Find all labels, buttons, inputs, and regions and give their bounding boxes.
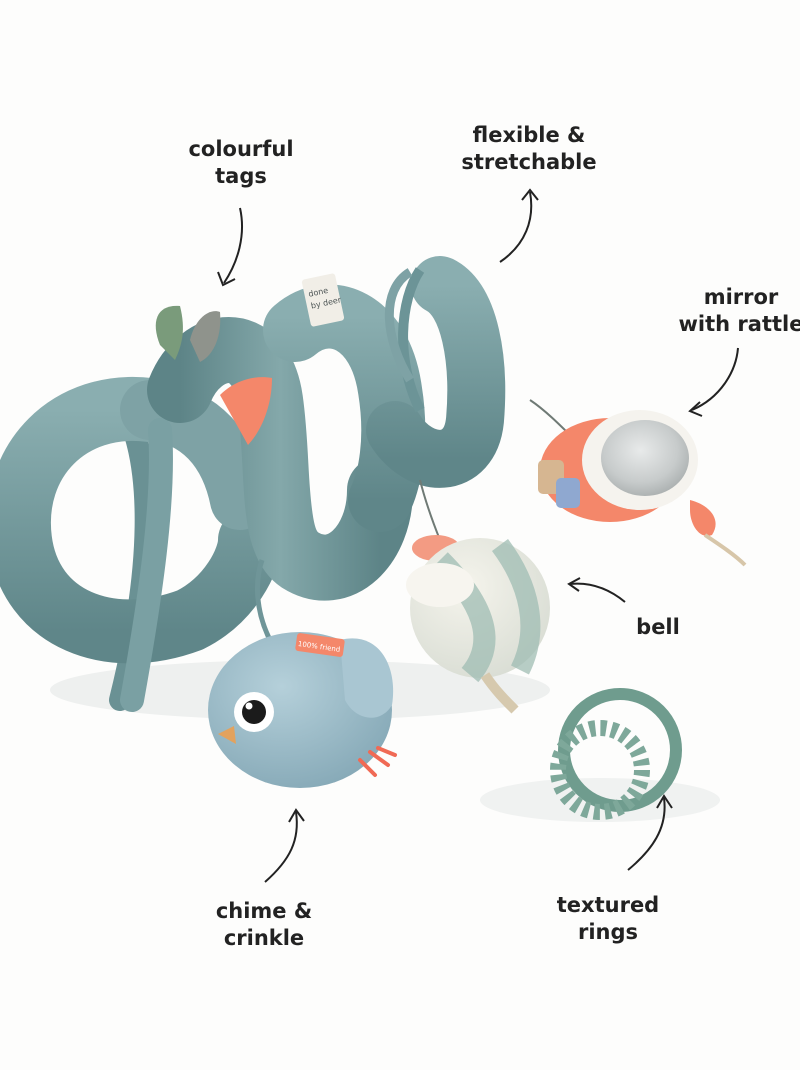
arrow-flexible	[499, 191, 533, 263]
arrow-bell-head	[567, 577, 581, 592]
arrow-mirror-head	[688, 401, 703, 417]
arrow-textured-head	[656, 794, 673, 809]
brand-tag	[301, 273, 345, 327]
label-chime-crinkle: chime & crinkle	[196, 898, 332, 952]
brand-tag-text: done	[308, 286, 329, 299]
arrow-textured	[627, 797, 666, 871]
tag-coral	[220, 377, 272, 445]
label-line: crinkle	[223, 926, 305, 950]
spiral-coil	[0, 376, 282, 664]
spiral-coil	[366, 256, 506, 488]
label-mirror-with-rattle: mirror with rattle	[666, 284, 800, 338]
mirror-rattle	[538, 410, 747, 567]
tag-grey	[190, 311, 221, 362]
arrow-mirror	[691, 347, 739, 411]
arrow-colourful-tags	[223, 207, 243, 284]
bird-toy: 100% friend	[208, 632, 397, 788]
arrow-colourful-tags-head	[217, 271, 236, 287]
label-colourful-tags: colourful tags	[176, 136, 306, 190]
label-line: colourful	[188, 137, 294, 161]
string	[254, 559, 273, 642]
label-flexible-stretchable: flexible & stretchable	[446, 122, 612, 176]
label-line: stretchable	[461, 150, 597, 174]
ribbon-strap	[120, 418, 173, 712]
label-textured-rings: textured rings	[528, 892, 688, 946]
textured-rings	[550, 688, 682, 820]
label-bell: bell	[618, 614, 698, 641]
arrow-chime	[264, 811, 298, 883]
label-line: textured	[556, 893, 660, 917]
label-line: tags	[215, 164, 267, 188]
tag-green	[155, 305, 183, 360]
label-line: rings	[577, 920, 639, 944]
label-line: bell	[636, 615, 680, 639]
ribbon-strap	[384, 268, 414, 383]
ribbon-strap	[398, 267, 425, 413]
label-line: chime &	[215, 899, 313, 923]
label-line: flexible &	[472, 123, 586, 147]
arrow-bell	[569, 582, 626, 603]
arrow-flexible-head	[521, 188, 539, 201]
label-line: with rattle	[678, 312, 800, 336]
label-line: mirror	[703, 285, 779, 309]
bell-ball	[406, 538, 550, 714]
spiral-coil	[147, 317, 413, 601]
arrow-chime-head	[288, 808, 305, 823]
string	[419, 479, 441, 541]
